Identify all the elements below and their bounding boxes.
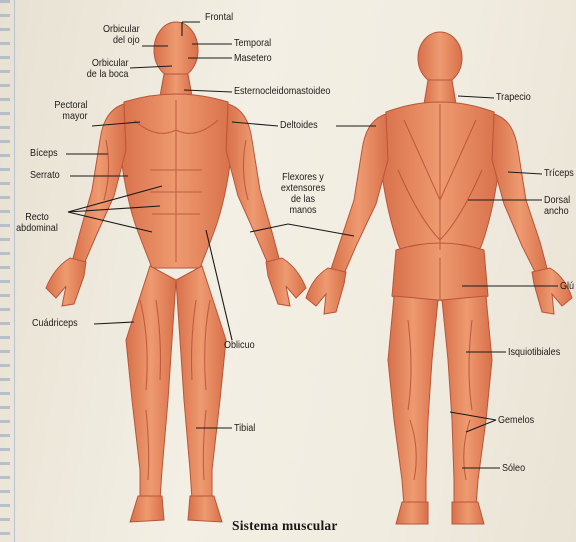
back-left-leg [388, 296, 438, 506]
label-esternocleidomastoideo: Esternocleidomastoideo [234, 86, 330, 97]
label-trapecio: Trapecio [496, 92, 531, 103]
back-right-arm [492, 114, 548, 274]
label-temporal: Temporal [234, 38, 271, 49]
back-body-figure [306, 32, 572, 524]
label-isquiotibiales: Isquiotibiales [508, 347, 560, 358]
label-pectoral-mayor: Pectoral mayor [55, 100, 88, 122]
label-serrato: Serrato [30, 170, 60, 181]
label-cuadriceps: Cuádriceps [32, 318, 78, 329]
back-head [418, 32, 462, 84]
label-masetero: Masetero [234, 53, 272, 64]
front-neck [160, 74, 192, 96]
front-right-arm [226, 104, 280, 264]
label-recto-abdominal: Recto abdominal [10, 212, 63, 234]
label-dorsal-ancho: Dorsal ancho [544, 195, 570, 217]
label-triceps: Tríceps [544, 168, 574, 179]
front-body-figure [46, 22, 306, 522]
leader-cuadriceps [94, 322, 134, 324]
label-deltoides: Deltoides [280, 120, 318, 131]
front-left-foot [130, 496, 164, 522]
back-left-arm [330, 114, 388, 274]
label-flexores-extensores: Flexores y extensores de las manos [275, 172, 332, 216]
back-left-foot [396, 502, 428, 524]
front-left-hand [46, 258, 86, 306]
label-orbicular-boca: Orbicular de la boca [86, 58, 128, 80]
label-soleo: Sóleo [502, 463, 525, 474]
label-oblicuo: Oblicuo [224, 340, 255, 351]
label-biceps: Bíceps [30, 148, 58, 159]
front-head [154, 22, 198, 78]
back-right-foot [452, 502, 484, 524]
back-right-leg [442, 296, 492, 506]
label-gluteo: Glú [560, 281, 574, 292]
diagram-caption: Sistema muscular [232, 518, 338, 534]
label-tibial: Tibial [234, 423, 255, 434]
label-frontal: Frontal [205, 12, 233, 23]
front-right-foot [188, 496, 222, 522]
front-right-hand [266, 258, 306, 306]
leader-trapecio [458, 96, 494, 98]
back-left-hand [306, 268, 346, 314]
back-neck [424, 80, 456, 104]
front-right-leg [176, 266, 226, 500]
label-gemelos: Gemelos [498, 415, 534, 426]
label-orbicular-ojo: Orbicular del ojo [103, 24, 140, 46]
front-left-arm [72, 104, 126, 264]
front-left-leg [126, 266, 176, 500]
